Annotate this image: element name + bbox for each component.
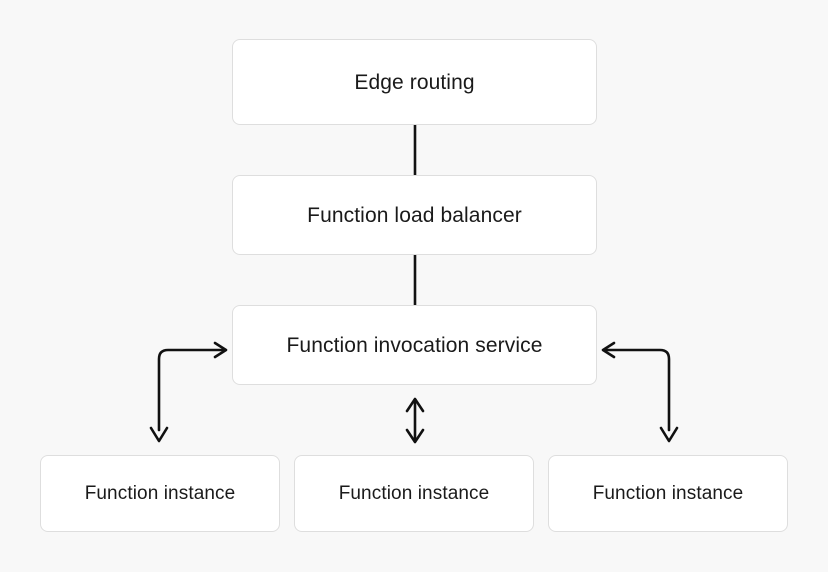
node-function-invocation-service[interactable]: Function invocation service xyxy=(232,305,597,385)
arrowhead-down-into-instance-2 xyxy=(405,428,425,444)
node-function-load-balancer[interactable]: Function load balancer xyxy=(232,175,597,255)
node-edge-routing[interactable]: Edge routing xyxy=(232,39,597,125)
node-function-instance-3[interactable]: Function instance xyxy=(548,455,788,532)
node-label-edge-routing: Edge routing xyxy=(354,70,475,94)
arrowhead-right-into-invocation-service xyxy=(213,341,228,359)
arrowhead-down-into-instance-1 xyxy=(149,426,169,443)
arrowhead-down-into-instance-3 xyxy=(659,426,679,443)
node-label-function-instance-1: Function instance xyxy=(84,483,236,504)
node-label-function-load-balancer: Function load balancer xyxy=(307,203,522,227)
arrowhead-left-into-invocation-service xyxy=(601,341,616,359)
edge-invocation-service-to-instance-1 xyxy=(157,348,227,432)
node-label-function-instance-3: Function instance xyxy=(592,483,744,504)
arrowhead-up-into-invocation-service xyxy=(405,397,425,413)
node-function-instance-1[interactable]: Function instance xyxy=(40,455,280,532)
node-function-instance-2[interactable]: Function instance xyxy=(294,455,534,532)
node-label-function-instance-2: Function instance xyxy=(338,483,490,504)
node-label-function-invocation-service: Function invocation service xyxy=(286,333,543,357)
edge-invocation-service-to-instance-3 xyxy=(602,348,671,432)
